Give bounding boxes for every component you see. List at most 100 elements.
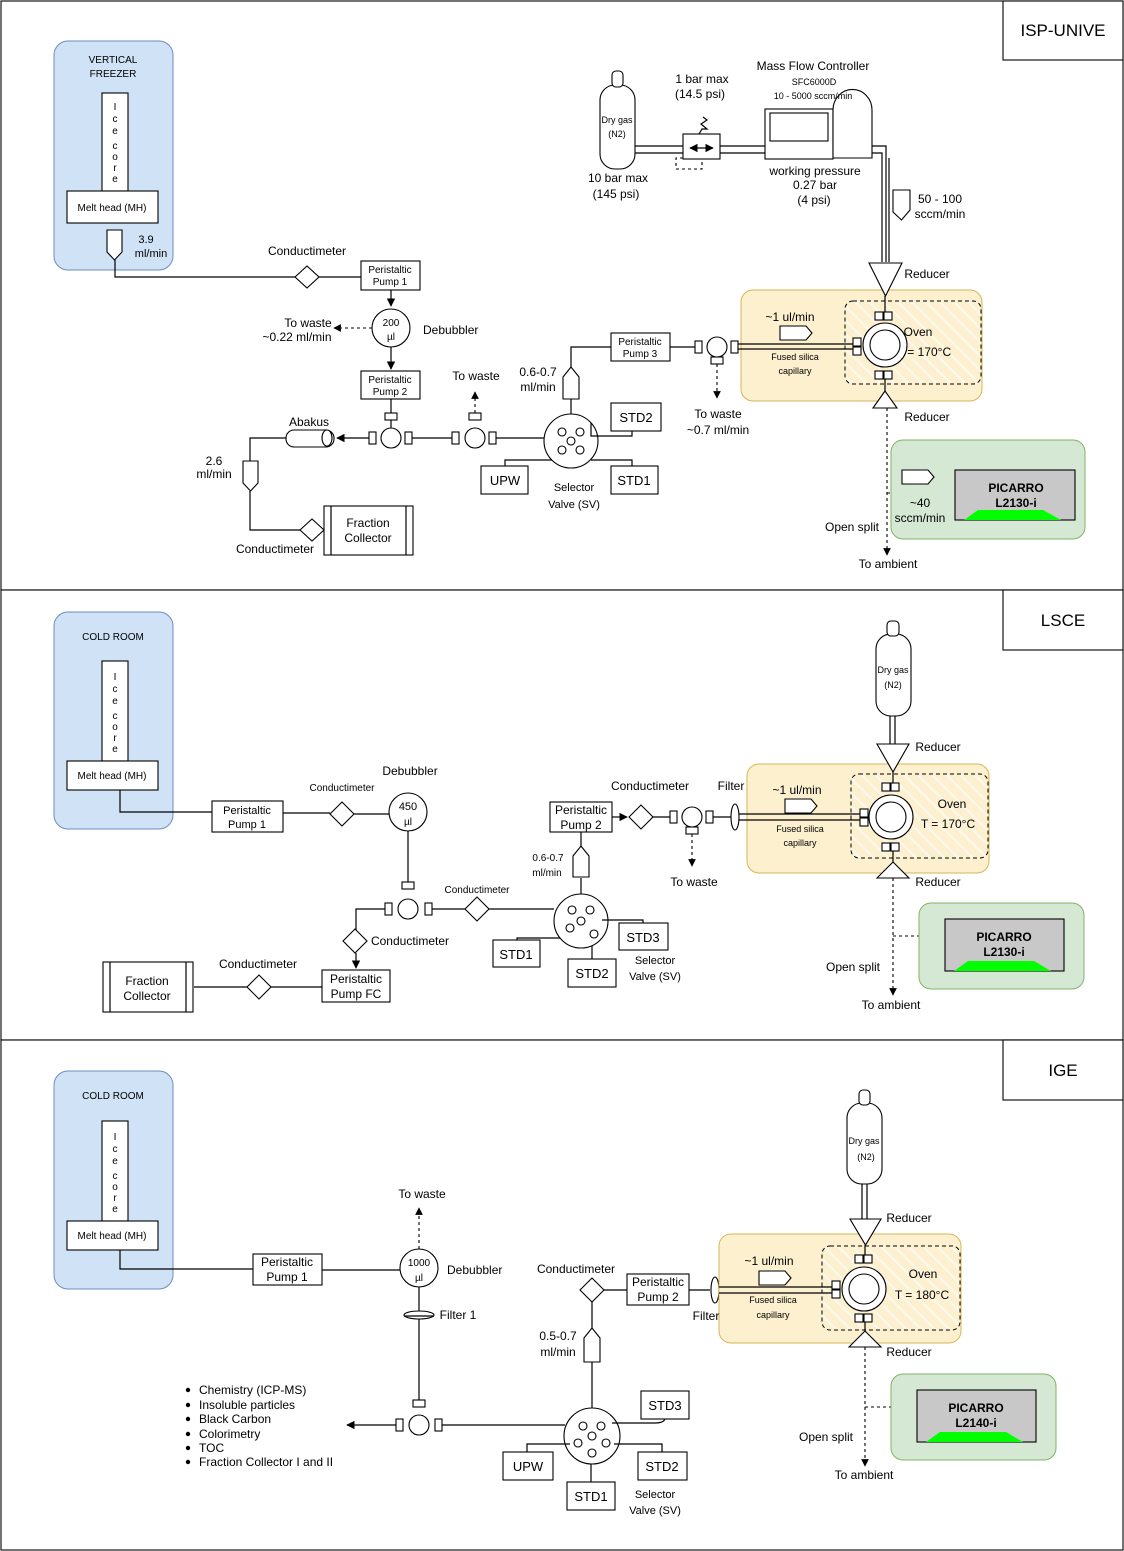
lsce-std3 <box>618 922 669 951</box>
isp-peristaltic-pump-3 <box>610 332 671 362</box>
svg-text:Dry gas: Dry gas <box>877 665 909 675</box>
isp-melt-head <box>66 190 159 224</box>
svg-text:Pump 2: Pump 2 <box>637 1290 679 1304</box>
ige-selector-valve <box>563 1407 621 1465</box>
lsce-selector-valve <box>553 893 609 949</box>
svg-text:Oven: Oven <box>904 325 933 339</box>
svg-text:COLD ROOM: COLD ROOM <box>82 632 144 643</box>
svg-text:PICARRO: PICARRO <box>976 930 1031 944</box>
isp-flow-marker-06 <box>562 366 580 400</box>
isp-mh-flow-unit: ml/min <box>135 248 167 260</box>
svg-text:Peristaltic: Peristaltic <box>632 1275 684 1289</box>
svg-text:To waste: To waste <box>398 1187 446 1201</box>
lab-tag-lsce <box>1002 589 1124 651</box>
svg-text:c: c <box>113 711 118 722</box>
svg-text:capillary: capillary <box>756 1310 790 1320</box>
lsce-peristaltic-pump-1 <box>211 800 284 833</box>
isp-peristaltic-pump-2 <box>360 370 421 400</box>
svg-text:STD1: STD1 <box>617 473 650 488</box>
svg-text:e: e <box>112 174 118 185</box>
svg-text:To ambient: To ambient <box>862 998 921 1012</box>
svg-text:0.6-0.7: 0.6-0.7 <box>532 853 564 864</box>
svg-text:Selector: Selector <box>635 1489 676 1501</box>
lsce-oven <box>850 773 989 859</box>
isp-selector-label: Selector <box>554 482 595 494</box>
svg-text:r: r <box>113 1193 117 1204</box>
svg-text:Conductimeter: Conductimeter <box>537 1262 615 1276</box>
isp-oven-valve <box>852 311 908 380</box>
svg-text:0.5-0.7: 0.5-0.7 <box>539 1329 577 1343</box>
svg-text:o: o <box>112 152 118 163</box>
isp-reducer-bottom <box>871 390 899 409</box>
svg-text:(N2): (N2) <box>608 129 626 139</box>
svg-text:I: I <box>114 102 117 113</box>
isp-mass-flow-controller <box>764 88 873 160</box>
svg-text:sccm/min: sccm/min <box>915 207 966 221</box>
svg-text:STD1: STD1 <box>574 1489 607 1504</box>
svg-text:o: o <box>112 1182 118 1193</box>
svg-text:(N2): (N2) <box>857 1152 875 1162</box>
svg-text:e: e <box>112 1204 118 1215</box>
lsce-conductimeter-3 <box>342 928 368 954</box>
svg-text:Pump 1: Pump 1 <box>228 819 266 831</box>
svg-text:e: e <box>112 744 118 755</box>
svg-text:I: I <box>114 1132 117 1143</box>
svg-text:Collector: Collector <box>344 531 391 545</box>
lab-name-isp: ISP-UNIVE <box>1020 21 1105 40</box>
svg-text:Reducer: Reducer <box>904 267 949 281</box>
ige-peristaltic-pump-1 <box>252 1253 323 1286</box>
ige-ice-core-text: I c e c o r e <box>112 1132 118 1215</box>
svg-text:Pump 1: Pump 1 <box>266 1270 308 1284</box>
svg-text:Reducer: Reducer <box>915 875 960 889</box>
svg-text:~1 ul/min: ~1 ul/min <box>744 1254 793 1268</box>
isp-picarro-flow-marker <box>901 469 935 485</box>
isp-debubbler-label: Debubbler <box>423 323 478 337</box>
lab-name-ige: IGE <box>1048 1061 1077 1080</box>
svg-text:Pump 1: Pump 1 <box>373 277 408 288</box>
svg-text:Melt head (MH): Melt head (MH) <box>78 1231 147 1242</box>
ige-output-list: Chemistry (ICP-MS) Insoluble particles B… <box>185 1383 333 1469</box>
svg-text:Selector: Selector <box>635 955 676 967</box>
svg-text:Pump 2: Pump 2 <box>560 818 602 832</box>
lab-tag-ige <box>1002 1039 1124 1101</box>
svg-text:Chemistry (ICP-MS): Chemistry (ICP-MS) <box>199 1383 306 1397</box>
svg-text:capillary: capillary <box>778 366 812 376</box>
svg-text:Peristaltic: Peristaltic <box>618 337 661 348</box>
svg-text:Valve (SV): Valve (SV) <box>629 1505 681 1517</box>
svg-text:ml/min: ml/min <box>520 380 555 394</box>
isp-ice-core <box>101 92 129 192</box>
svg-text:sccm/min: sccm/min <box>895 511 946 525</box>
svg-text:Dry gas: Dry gas <box>848 1136 880 1146</box>
svg-text:STD3: STD3 <box>626 930 659 945</box>
svg-text:Open split: Open split <box>826 960 881 974</box>
svg-text:T = 170°C: T = 170°C <box>897 345 952 359</box>
svg-text:T = 170°C: T = 170°C <box>921 817 976 831</box>
svg-text:L2140-i: L2140-i <box>955 1416 996 1430</box>
lsce-reducer-top <box>876 743 910 774</box>
isp-oven <box>844 300 982 385</box>
isp-section: VERTICAL FREEZER I c e c o r e Melt head… <box>53 40 1086 571</box>
svg-text:450: 450 <box>399 801 417 813</box>
svg-text:e: e <box>112 696 118 707</box>
ige-valve-1 <box>395 1399 443 1436</box>
ige-filter-1 <box>403 1310 435 1320</box>
svg-text:working pressure: working pressure <box>768 164 861 178</box>
svg-text:2.6: 2.6 <box>206 454 223 468</box>
isp-flow-marker-26 <box>242 460 259 492</box>
isp-selector-valve <box>543 413 599 469</box>
svg-text:L2130-i: L2130-i <box>983 945 1024 959</box>
isp-valve-3 <box>694 336 739 365</box>
svg-text:Conductimeter: Conductimeter <box>309 783 375 794</box>
svg-text:Peristaltic: Peristaltic <box>368 375 411 386</box>
svg-text:e: e <box>112 1156 118 1167</box>
svg-text:UPW: UPW <box>513 1459 544 1474</box>
svg-text:c: c <box>113 1171 118 1182</box>
ige-oven <box>821 1245 961 1331</box>
svg-text:0.27 bar: 0.27 bar <box>793 178 837 192</box>
svg-text:Conductimeter: Conductimeter <box>444 885 510 896</box>
lsce-std1 <box>492 939 541 968</box>
isp-reducer-top <box>868 262 903 298</box>
lsce-peristaltic-pump-fc <box>321 969 391 1003</box>
lsce-section: COLD ROOM I c e c o r e Melt head (MH) P… <box>53 611 1085 1013</box>
